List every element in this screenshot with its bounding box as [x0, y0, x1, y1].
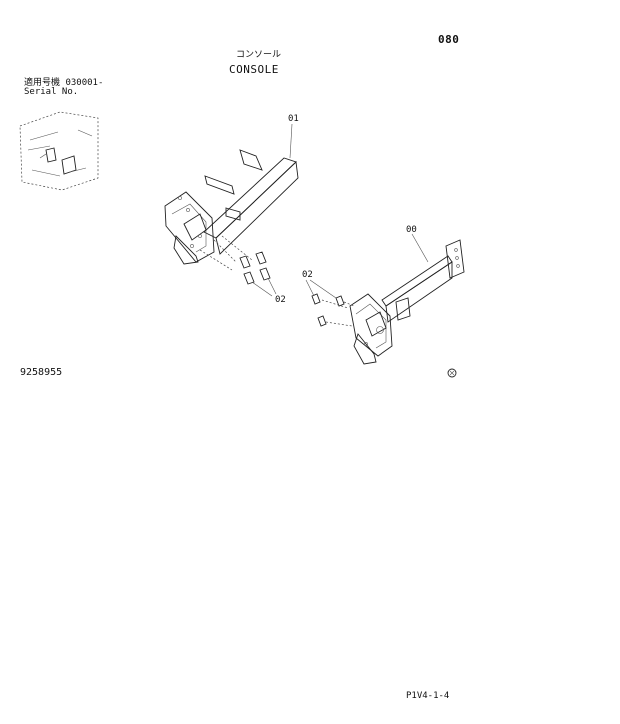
callout-00: 00	[406, 225, 417, 235]
callout-01: 01	[288, 114, 299, 124]
serial-range: 030001-	[65, 78, 104, 88]
serial-line-japanese: 適用号機 030001-	[24, 79, 103, 88]
page-number: 080	[438, 33, 460, 46]
location-thumbnail	[19, 111, 99, 191]
callout-02-left: 02	[275, 295, 286, 305]
leader-line-00	[411, 233, 429, 263]
revision-mark-icon	[447, 368, 457, 378]
serial-label-english: Serial No.	[24, 87, 79, 97]
leader-line-01	[289, 123, 293, 159]
part-code: 9258955	[20, 367, 63, 378]
serial-label-japanese: 適用号機	[24, 78, 61, 88]
bolts-02-right	[305, 279, 355, 327]
callout-02-right: 02	[302, 270, 313, 280]
title-english: CONSOLE	[229, 63, 279, 76]
title-japanese: コンソール	[236, 50, 282, 60]
footer-reference: P1V4-1-4	[406, 691, 450, 701]
console-frame-00	[349, 239, 465, 365]
console-frame-01	[164, 149, 299, 265]
bolts-02-left	[199, 235, 277, 297]
